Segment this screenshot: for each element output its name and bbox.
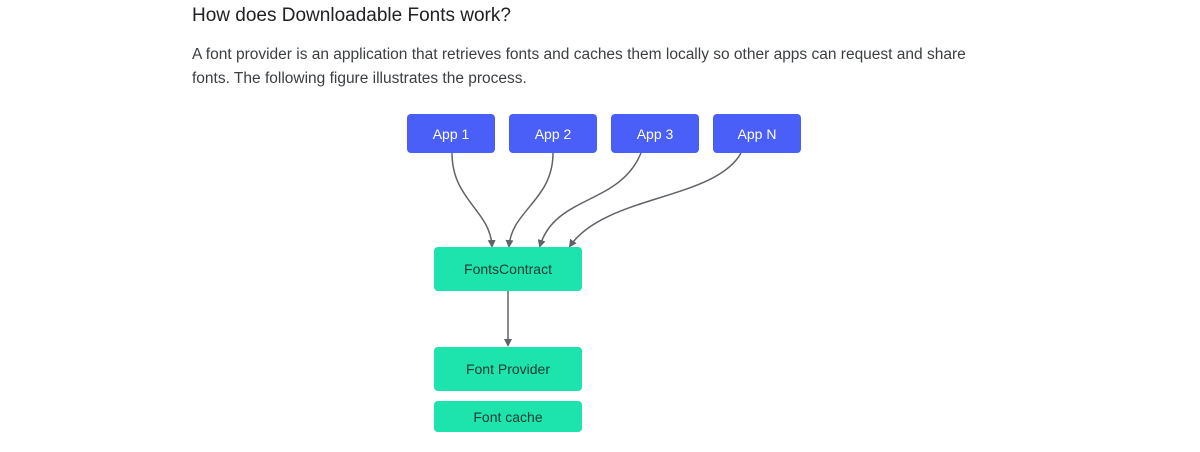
app-2-label: App 2 <box>534 125 572 142</box>
section-heading: How does Downloadable Fonts work? <box>192 5 511 26</box>
app-1-node: App 1 <box>407 114 495 153</box>
app-2-node: App 2 <box>509 114 597 153</box>
fontscontract-label: FontsContract <box>464 261 552 277</box>
app-3-node: App 3 <box>611 114 699 153</box>
fontscontract-node: FontsContract <box>434 247 582 291</box>
edge-app1-to-fontscontract <box>451 152 496 248</box>
app-1-label: App 1 <box>432 125 470 142</box>
font-cache-node: Font cache <box>434 401 582 432</box>
font-provider-node: Font Provider <box>434 347 582 391</box>
app-n-label: App N <box>737 125 777 142</box>
font-provider-label: Font Provider <box>465 361 551 377</box>
intro-paragraph: A font provider is an application that r… <box>192 46 966 87</box>
app-n-node: App N <box>713 114 801 153</box>
font-cache-label: Font cache <box>473 408 543 425</box>
edge-app2-to-fontscontract <box>505 152 554 248</box>
edge-app3-to-fontscontract <box>537 152 642 248</box>
app-3-label: App 3 <box>636 125 674 142</box>
edge-appn-to-fontscontract <box>568 152 742 248</box>
